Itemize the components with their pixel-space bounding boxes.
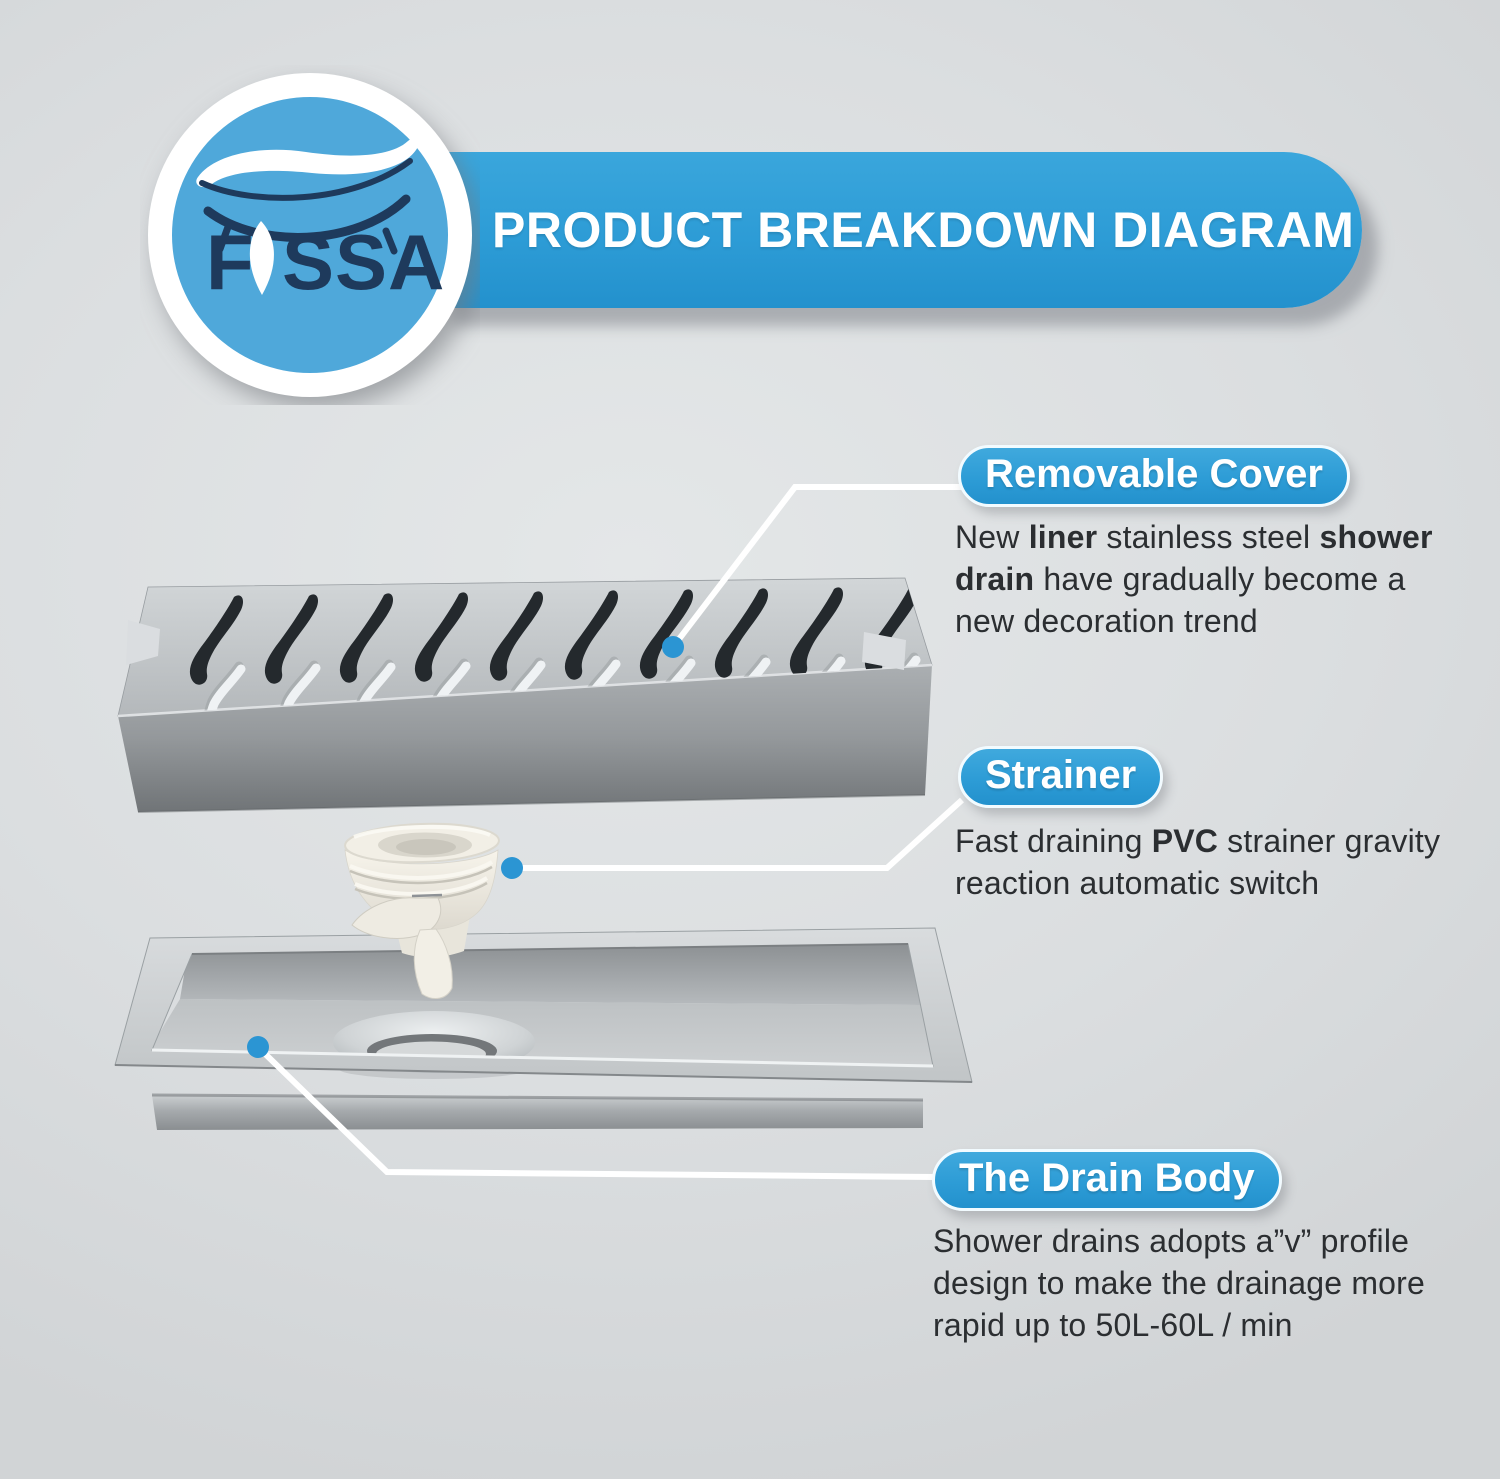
logo-text-f: F (206, 218, 255, 306)
callout-text-drain-body: Shower drains adopts a”v” profile design… (933, 1223, 1426, 1343)
strainer-hinge (411, 893, 443, 898)
cover-front-face (118, 665, 932, 812)
callout-pill-strainer: Strainer (958, 746, 1164, 808)
drain-cover-image (117, 577, 933, 813)
callout-label: Removable Cover (985, 451, 1323, 496)
cover-left-notch (126, 620, 160, 665)
strainer-ribs (349, 860, 494, 901)
drain-body-back-wall (180, 941, 920, 1005)
brand-logo: F SSA (140, 65, 480, 405)
strainer-image (344, 822, 500, 1000)
logo-text-ssa: SSA (282, 218, 445, 306)
callout-pill-drain-body: The Drain Body (932, 1149, 1282, 1211)
callout-pill-removable-cover: Removable Cover (958, 445, 1350, 507)
callout-text-strainer: Fast draining PVC strainer gravity react… (955, 823, 1441, 901)
callout-label: Strainer (985, 752, 1137, 797)
strainer-flap-lower (413, 928, 453, 1000)
header-banner: PRODUCT BREAKDOWN DIAGRAM (437, 152, 1362, 308)
bathtub-swoosh-icon (196, 137, 420, 255)
strainer-flap-left (351, 897, 442, 939)
page-title: PRODUCT BREAKDOWN DIAGRAM (492, 202, 1355, 258)
callout-label: The Drain Body (959, 1155, 1255, 1200)
leaf-icon (249, 221, 274, 295)
callout-text-removable-cover: New liner stainless steel shower drain h… (955, 519, 1433, 639)
